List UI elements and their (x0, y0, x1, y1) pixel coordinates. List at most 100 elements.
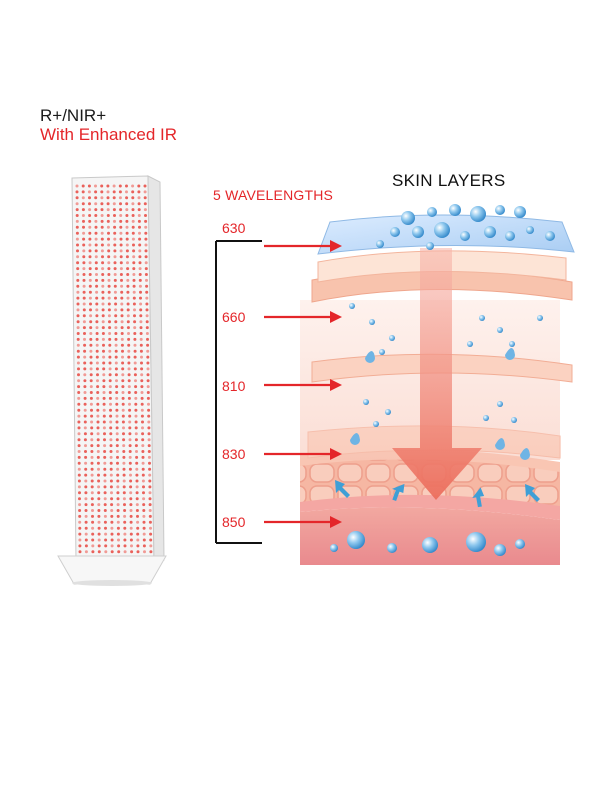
led-dot (95, 355, 99, 359)
led-dot (75, 219, 79, 223)
led-dot (132, 243, 135, 247)
led-dot (97, 497, 101, 501)
led-dot (122, 432, 125, 436)
led-dot (109, 426, 113, 430)
led-dot (139, 332, 143, 335)
led-dot (95, 314, 99, 318)
led-dot (138, 284, 142, 288)
led-dot (94, 261, 98, 265)
bubbles (330, 204, 555, 556)
led-dot (113, 273, 117, 276)
led-dot (101, 302, 105, 306)
led-dot (108, 385, 112, 389)
led-dot (84, 491, 88, 495)
led-dot (140, 408, 144, 412)
wavelength-label-630: 630 (222, 220, 246, 236)
led-dot (77, 467, 81, 471)
led-dot (142, 491, 145, 495)
led-dot (137, 214, 141, 217)
led-grid (75, 184, 153, 560)
led-dot (123, 520, 127, 524)
led-dot (76, 255, 80, 259)
led-dot (97, 520, 101, 524)
led-dot (110, 544, 114, 548)
led-dot (81, 202, 85, 206)
led-dot (103, 455, 107, 459)
bubble (460, 231, 470, 241)
led-dot (112, 202, 116, 206)
led-dot (77, 408, 81, 412)
bubble (363, 399, 369, 405)
led-dot (146, 349, 150, 353)
led-dot (120, 326, 124, 330)
led-dot (113, 231, 117, 235)
led-dot (101, 314, 105, 318)
led-dot (141, 450, 145, 453)
led-dot (118, 190, 122, 194)
led-dot (147, 402, 150, 406)
led-dot (144, 219, 148, 223)
led-dot (131, 214, 135, 217)
led-dot (84, 473, 88, 477)
led-dot (128, 432, 132, 436)
led-dot (108, 373, 112, 377)
led-dot (88, 273, 92, 276)
led-dot (133, 349, 137, 353)
led-dot (148, 467, 152, 471)
led-dot (101, 255, 104, 259)
led-dot (84, 479, 88, 483)
led-dot (100, 202, 104, 206)
led-dot (103, 485, 107, 489)
led-dot (117, 550, 121, 554)
led-dot (134, 426, 138, 430)
led-dot (102, 379, 106, 383)
led-dot (76, 243, 79, 247)
led-dot (83, 438, 87, 442)
led-dot (119, 231, 123, 235)
led-dot (104, 526, 107, 530)
led-dot (88, 208, 92, 212)
bubble (505, 231, 515, 241)
led-dot (104, 538, 108, 542)
led-dot (122, 473, 126, 477)
led-dot (94, 184, 97, 188)
led-dot (91, 509, 94, 512)
led-dot (126, 308, 130, 312)
led-dot (75, 190, 79, 194)
led-dot (102, 367, 106, 371)
led-dot (82, 243, 86, 247)
led-dot (96, 432, 100, 436)
led-dot (119, 219, 123, 223)
led-dot (115, 420, 119, 424)
led-dot (103, 479, 107, 483)
led-dot (77, 450, 81, 453)
led-dot (132, 267, 136, 271)
led-dot (138, 267, 142, 271)
led-dot (102, 391, 106, 394)
led-dot (145, 296, 149, 300)
led-dot (106, 184, 110, 188)
led-dot (89, 314, 93, 318)
led-dot (128, 414, 132, 418)
led-dot (83, 355, 87, 359)
led-dot (112, 196, 116, 200)
led-dot (76, 326, 80, 330)
led-dot (100, 190, 104, 194)
bubble (389, 335, 395, 341)
led-dot (77, 367, 80, 371)
led-dot (84, 509, 88, 512)
led-dot (131, 202, 135, 206)
skin-layers-heading: SKIN LAYERS (392, 171, 506, 190)
led-dot (120, 278, 123, 282)
led-dot (138, 249, 142, 253)
led-dot (110, 550, 114, 554)
dermis-layer (300, 507, 560, 565)
led-dot (120, 302, 124, 306)
stand-base (57, 555, 167, 585)
led-dot (135, 450, 138, 453)
led-dot (101, 284, 105, 288)
led-dot (135, 473, 139, 477)
led-dot (109, 467, 113, 471)
led-dot (120, 308, 124, 312)
led-dot (77, 479, 81, 483)
